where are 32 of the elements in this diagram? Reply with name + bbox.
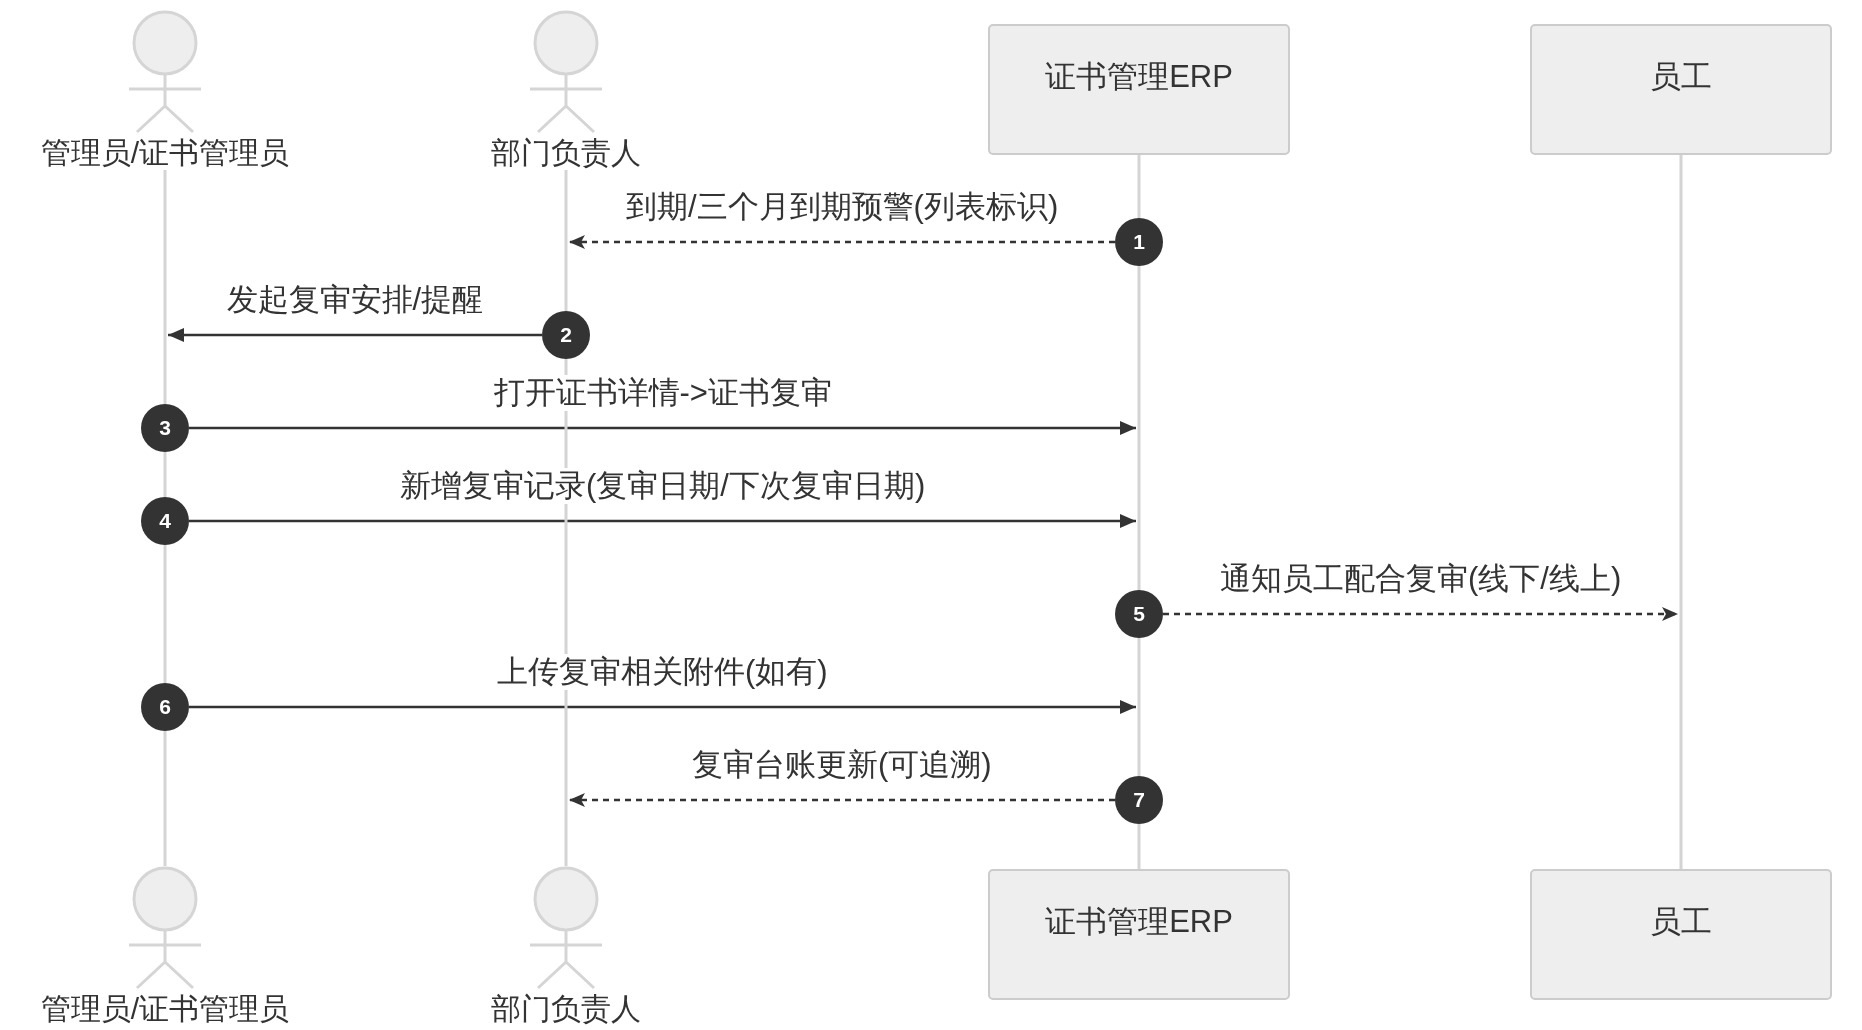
lifeline [163,545,167,683]
lifeline [1137,824,1141,869]
step-number: 3 [141,404,189,452]
lifeline [163,452,167,497]
participant-box: 员工 [1530,24,1832,155]
actor-name: 管理员/证书管理员 [40,136,290,170]
actor-name: 管理员/证书管理员 [40,992,290,1026]
lifeline [163,731,167,866]
participant-box: 证书管理ERP [988,24,1290,155]
step-number: 5 [1115,590,1163,638]
participant-box: 证书管理ERP [988,869,1290,1000]
actor-name: 部门负责人 [491,992,641,1026]
arrow [189,700,1136,714]
lifeline [1679,155,1683,869]
participant-box: 员工 [1530,869,1832,1000]
arrow [1163,607,1678,621]
lifeline [1137,266,1141,590]
lifeline [1137,638,1141,776]
lifeline [564,170,568,311]
lifeline [163,170,167,404]
arrow [189,421,1136,435]
step-number: 4 [141,497,189,545]
arrow [168,328,542,342]
step-number: 7 [1115,776,1163,824]
arrow [569,235,1115,249]
step-number: 2 [542,311,590,359]
arrow [189,514,1136,528]
actor-name: 部门负责人 [491,136,641,170]
step-number: 1 [1115,218,1163,266]
lifeline [1137,155,1141,218]
arrow [569,793,1115,807]
step-number: 6 [141,683,189,731]
